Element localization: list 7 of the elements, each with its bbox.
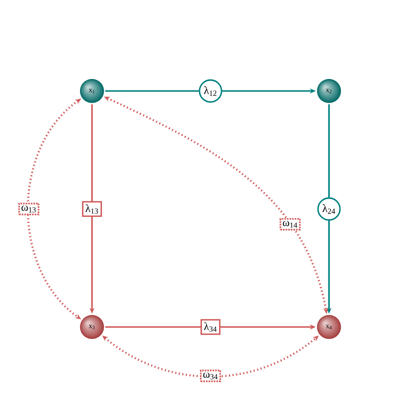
edge-label: ω$_{14}$	[280, 218, 301, 230]
edge-label: λ$_{24}$	[317, 197, 341, 221]
edge-label: λ$_{13}$	[82, 201, 102, 217]
edge-label: ω$_{34}$	[200, 370, 222, 382]
edge-label: ω$_{13}$	[18, 202, 40, 216]
edge-label: λ$_{12}$	[198, 79, 222, 103]
edge-label: λ$_{34}$	[200, 319, 220, 335]
